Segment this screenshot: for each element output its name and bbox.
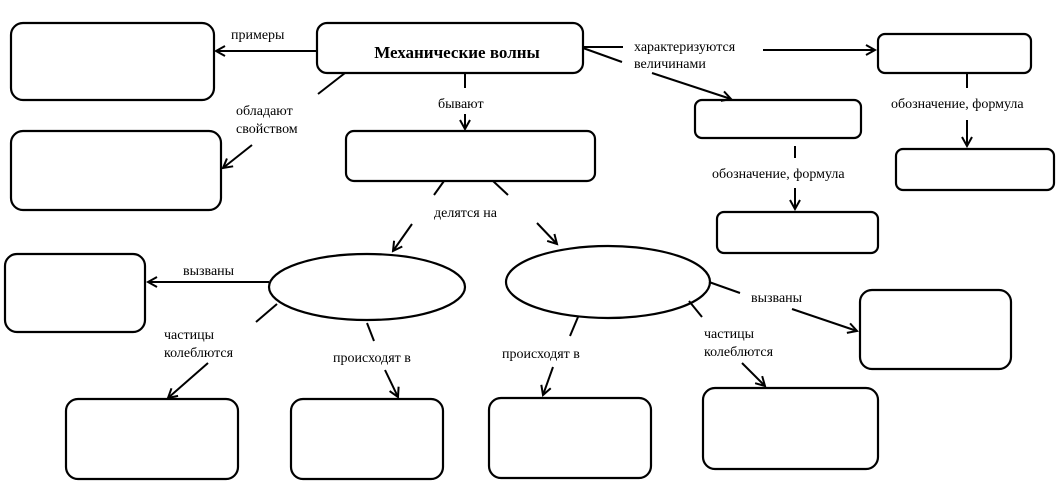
label-property-line2: свойством — [236, 122, 298, 137]
examples-box[interactable] — [9, 21, 216, 102]
quantity-box-1[interactable] — [876, 32, 1033, 75]
edge-divided-right-start — [492, 180, 509, 196]
cause-box-right[interactable] — [858, 288, 1013, 371]
label-oscillate-right-line1: частицы — [704, 327, 755, 342]
label-caused-right: вызваны — [751, 291, 803, 306]
edge-occur-left-start — [366, 322, 375, 342]
label-caused-left: вызваны — [183, 264, 235, 279]
edge-property-start — [317, 72, 346, 95]
edge-oscillate-right-end — [741, 362, 765, 386]
property-box[interactable] — [9, 129, 223, 212]
edge-oscillate-left-end — [168, 362, 209, 398]
edge-characterized-diag-start — [582, 47, 623, 63]
cause-box-left[interactable] — [3, 252, 147, 334]
label-kinds: бывают — [438, 97, 484, 112]
edge-occur-right-end — [543, 366, 554, 395]
root-title: Механические волны — [374, 43, 540, 62]
label-examples: примеры — [231, 28, 285, 43]
medium-box-left[interactable] — [289, 397, 445, 481]
edge-divided-right-end — [536, 222, 557, 244]
label-oscillate-left-line1: частицы — [164, 328, 215, 343]
label-characterized-line2: величинами — [634, 57, 706, 72]
wave-type-ellipse-right[interactable] — [504, 244, 712, 320]
edge-property-end — [223, 144, 253, 168]
wave-type-ellipse-left[interactable] — [267, 252, 467, 322]
label-notation-formula-1: обозначение, формула — [891, 97, 1024, 112]
formula-box-1[interactable] — [894, 147, 1056, 192]
quantity-box-2[interactable] — [693, 98, 863, 140]
edge-caused-right-end — [791, 308, 857, 331]
medium-box-right[interactable] — [487, 396, 653, 480]
label-oscillate-right-line2: колеблются — [704, 345, 774, 360]
oscillation-box-left[interactable] — [64, 397, 240, 481]
edge-caused-right-start — [708, 281, 741, 294]
label-property-line1: обладают — [236, 104, 293, 119]
formula-box-2[interactable] — [715, 210, 880, 255]
edge-characterized-to-q2 — [651, 72, 731, 99]
label-notation-formula-2: обозначение, формула — [712, 167, 845, 182]
label-divided-into: делятся на — [434, 206, 498, 221]
label-oscillate-left-line2: колеблются — [164, 346, 234, 361]
kinds-box[interactable] — [344, 129, 597, 183]
edge-oscillate-left-start — [255, 303, 278, 323]
edge-occur-right-start — [569, 316, 579, 337]
edge-divided-left-end — [393, 223, 413, 251]
edge-divided-left-start — [433, 180, 445, 196]
oscillation-box-right[interactable] — [701, 386, 880, 471]
edge-occur-left-end — [384, 369, 398, 397]
label-occur-in-right: происходят в — [502, 347, 580, 362]
edge-oscillate-right-start — [688, 300, 703, 318]
label-occur-in-left: происходят в — [333, 351, 411, 366]
label-characterized-line1: характеризуются — [634, 40, 736, 55]
